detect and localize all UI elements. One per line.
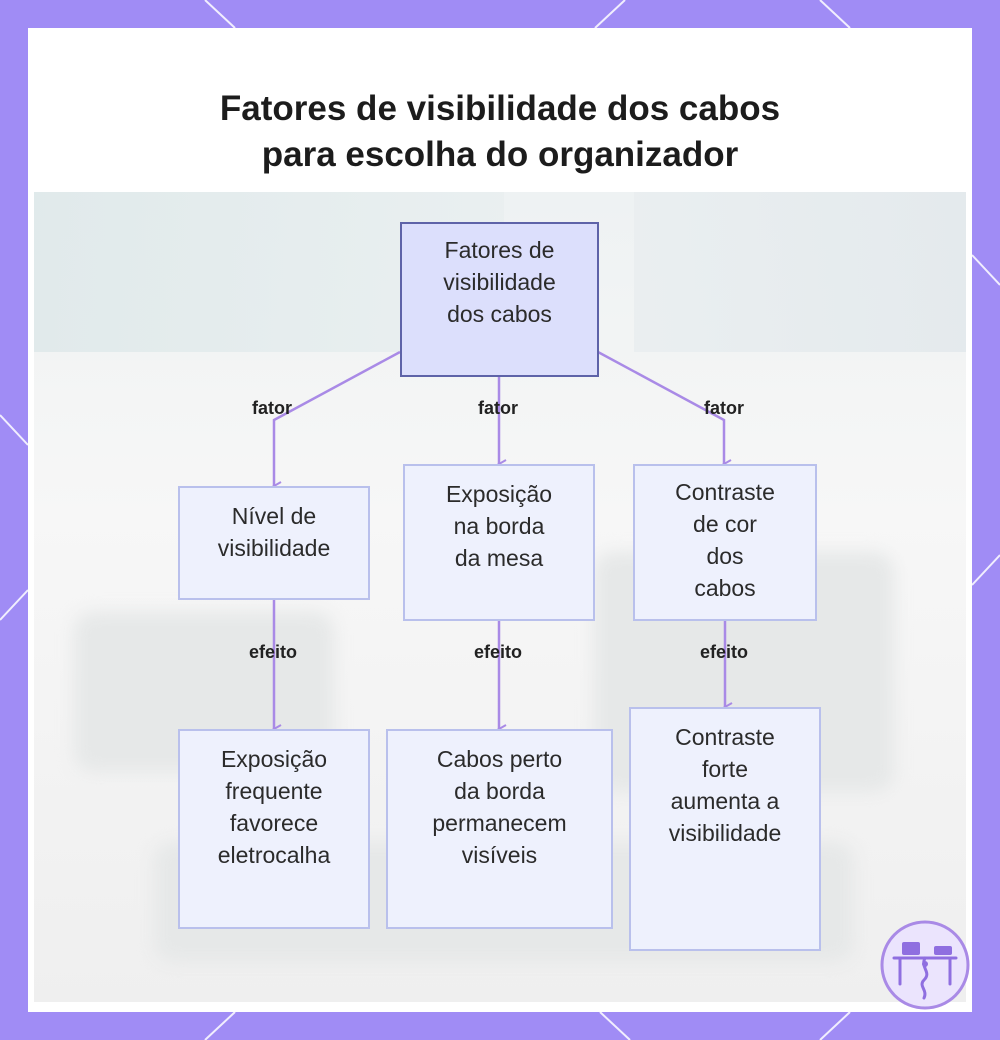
node-line: permanecem — [432, 807, 566, 839]
node-visibility-level: Nível de visibilidade — [178, 486, 370, 600]
node-line: visibilidade — [443, 266, 556, 298]
edge-label-efeito-center: efeito — [448, 642, 548, 663]
node-line: forte — [669, 753, 782, 785]
edge-label-fator-right: fator — [674, 398, 774, 419]
edge-label-efeito-left: efeito — [223, 642, 323, 663]
node-line: visibilidade — [218, 532, 331, 564]
node-line: de cor — [675, 508, 775, 540]
node-line: frequente — [218, 775, 331, 807]
node-line: visibilidade — [669, 817, 782, 849]
node-line: Contraste — [675, 476, 775, 508]
node-line: eletrocalha — [218, 839, 331, 871]
node-line: Exposição — [218, 743, 331, 775]
node-line: Exposição — [446, 478, 552, 510]
edge-label-fator-center: fator — [448, 398, 548, 419]
node-line: Fatores de — [443, 234, 556, 266]
node-line: Nível de — [218, 500, 331, 532]
node-cables-near-edge: Cabos perto da borda permanecem visíveis — [386, 729, 613, 929]
edge-label-fator-left: fator — [222, 398, 322, 419]
node-line: dos — [675, 540, 775, 572]
background-blur-right — [634, 192, 966, 352]
node-line: da mesa — [446, 542, 552, 574]
edge-label-efeito-right: efeito — [674, 642, 774, 663]
node-desk-edge-exposure: Exposição na borda da mesa — [403, 464, 595, 621]
title-line-1: Fatores de visibilidade dos cabos — [28, 86, 972, 132]
desk-cable-organizer-logo-icon — [880, 920, 970, 1010]
title-line-2: para escolha do organizador — [28, 132, 972, 178]
node-line: dos cabos — [443, 298, 556, 330]
node-cable-color-contrast: Contraste de cor dos cabos — [633, 464, 817, 621]
node-line: aumenta a — [669, 785, 782, 817]
node-line: Cabos perto — [432, 743, 566, 775]
page-title: Fatores de visibilidade dos cabos para e… — [28, 86, 972, 178]
node-line: cabos — [675, 572, 775, 604]
node-frequent-exposure: Exposição frequente favorece eletrocalha — [178, 729, 370, 929]
node-strong-contrast: Contraste forte aumenta a visibilidade — [629, 707, 821, 951]
node-line: na borda — [446, 510, 552, 542]
node-root-visibility-factors: Fatores de visibilidade dos cabos — [400, 222, 599, 377]
node-line: da borda — [432, 775, 566, 807]
node-line: favorece — [218, 807, 331, 839]
node-line: visíveis — [432, 839, 566, 871]
node-line: Contraste — [669, 721, 782, 753]
